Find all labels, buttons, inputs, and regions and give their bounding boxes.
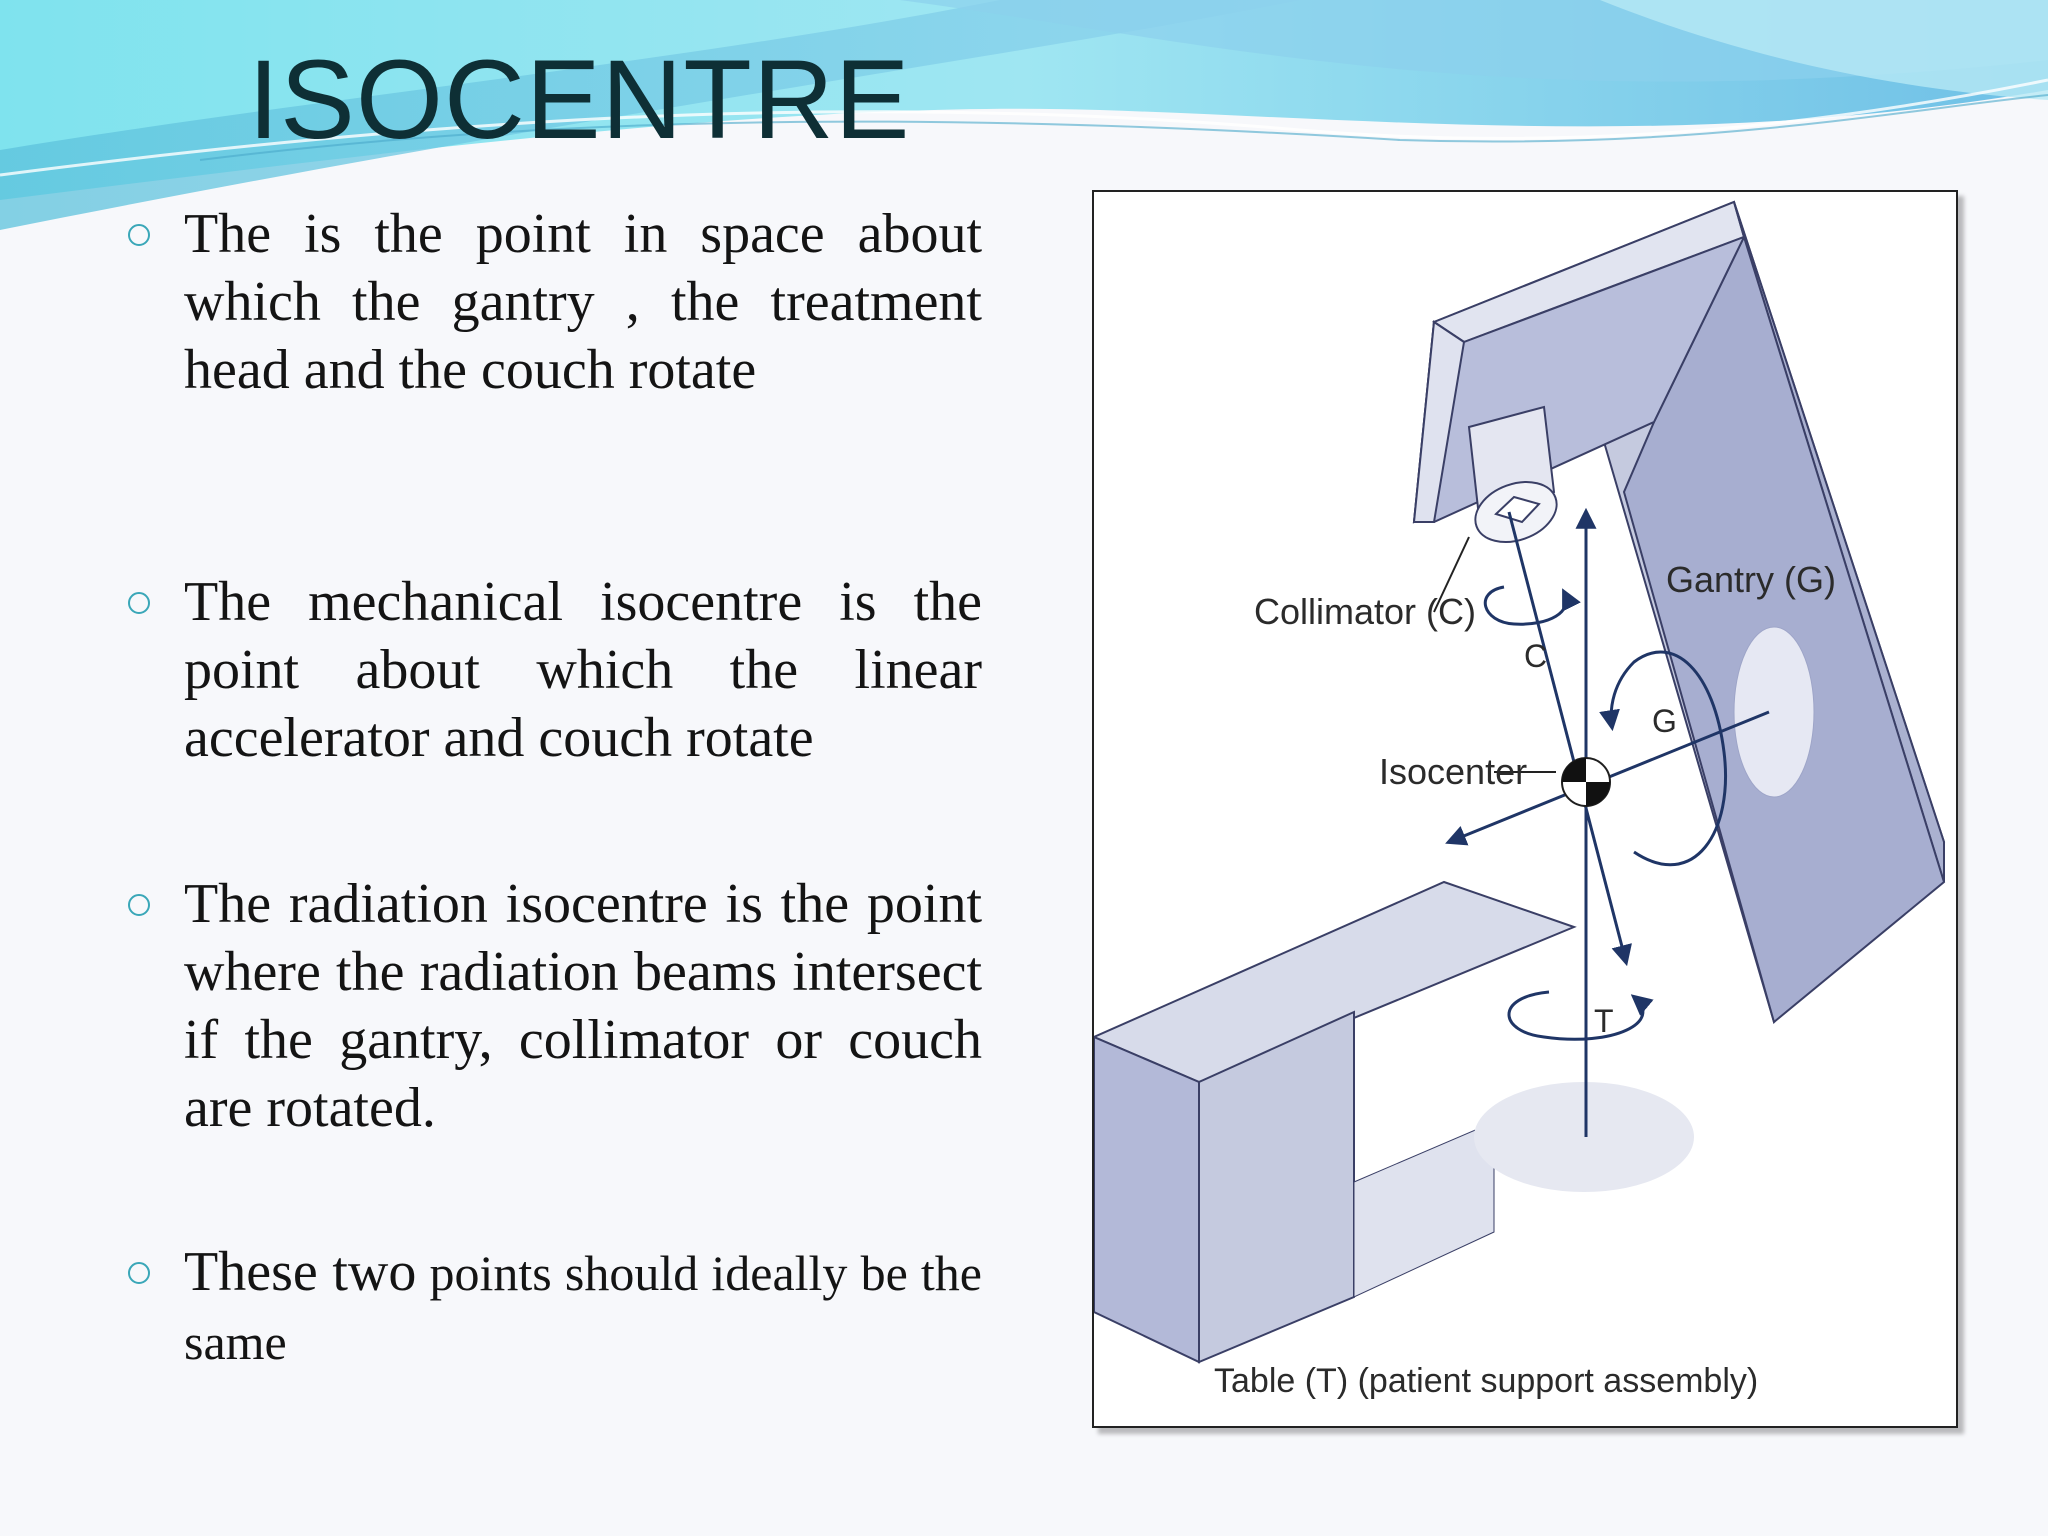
bullet-text: The mechanical isocentre is the point ab… bbox=[184, 571, 982, 769]
bullet-text: The is the point in space about which th… bbox=[184, 203, 982, 401]
isocenter-label: Isocenter bbox=[1379, 751, 1527, 792]
table-rotation-arrow bbox=[1507, 990, 1654, 1041]
circle-bullet-icon bbox=[128, 894, 150, 916]
linac-diagram: Collimator (C) Gantry (G) Isocenter Tabl… bbox=[1094, 200, 1946, 1400]
t-axis-label: T bbox=[1594, 1003, 1614, 1039]
bullet-item: The is the point in space about which th… bbox=[122, 200, 982, 404]
table-label: Table (T) (patient support assembly) bbox=[1214, 1362, 1758, 1400]
gantry-rotation-arrow bbox=[1599, 650, 1727, 867]
bullet-item: The radiation isocentre is the point whe… bbox=[122, 870, 982, 1142]
bullet-item: The mechanical isocentre is the point ab… bbox=[122, 568, 982, 772]
circle-bullet-icon bbox=[128, 1262, 150, 1284]
bullet-item: These two points should ideally be the s… bbox=[122, 1238, 982, 1376]
gantry-label: Gantry (G) bbox=[1666, 559, 1836, 600]
circle-bullet-icon bbox=[128, 592, 150, 614]
slide-title: ISOCENTRE bbox=[248, 37, 911, 162]
c-axis-label: C bbox=[1524, 638, 1547, 674]
table-shape bbox=[1094, 880, 1694, 1364]
bullet-text-small: points should ideally be the same bbox=[184, 1245, 982, 1370]
collimator-shape bbox=[1467, 405, 1558, 543]
header-wave-decoration bbox=[0, 0, 2048, 240]
bullet-text: These two points should ideally be the s… bbox=[184, 1238, 982, 1376]
collimator-rotation-arrow bbox=[1483, 585, 1581, 626]
bullet-text: The radiation isocentre is the point whe… bbox=[184, 873, 982, 1139]
isocenter-marker bbox=[1561, 757, 1611, 807]
bullet-text-large: These two bbox=[184, 1241, 417, 1303]
gantry-shape bbox=[1412, 200, 1946, 1024]
collimator-axis-arrow bbox=[1507, 511, 1632, 967]
gantry-disk bbox=[1733, 626, 1815, 798]
linac-isocenter-figure: Collimator (C) Gantry (G) Isocenter Tabl… bbox=[1092, 190, 1958, 1428]
collimator-label: Collimator (C) bbox=[1254, 591, 1476, 632]
g-axis-label: G bbox=[1652, 703, 1677, 739]
circle-bullet-icon bbox=[128, 224, 150, 246]
table-disk bbox=[1474, 1082, 1694, 1192]
